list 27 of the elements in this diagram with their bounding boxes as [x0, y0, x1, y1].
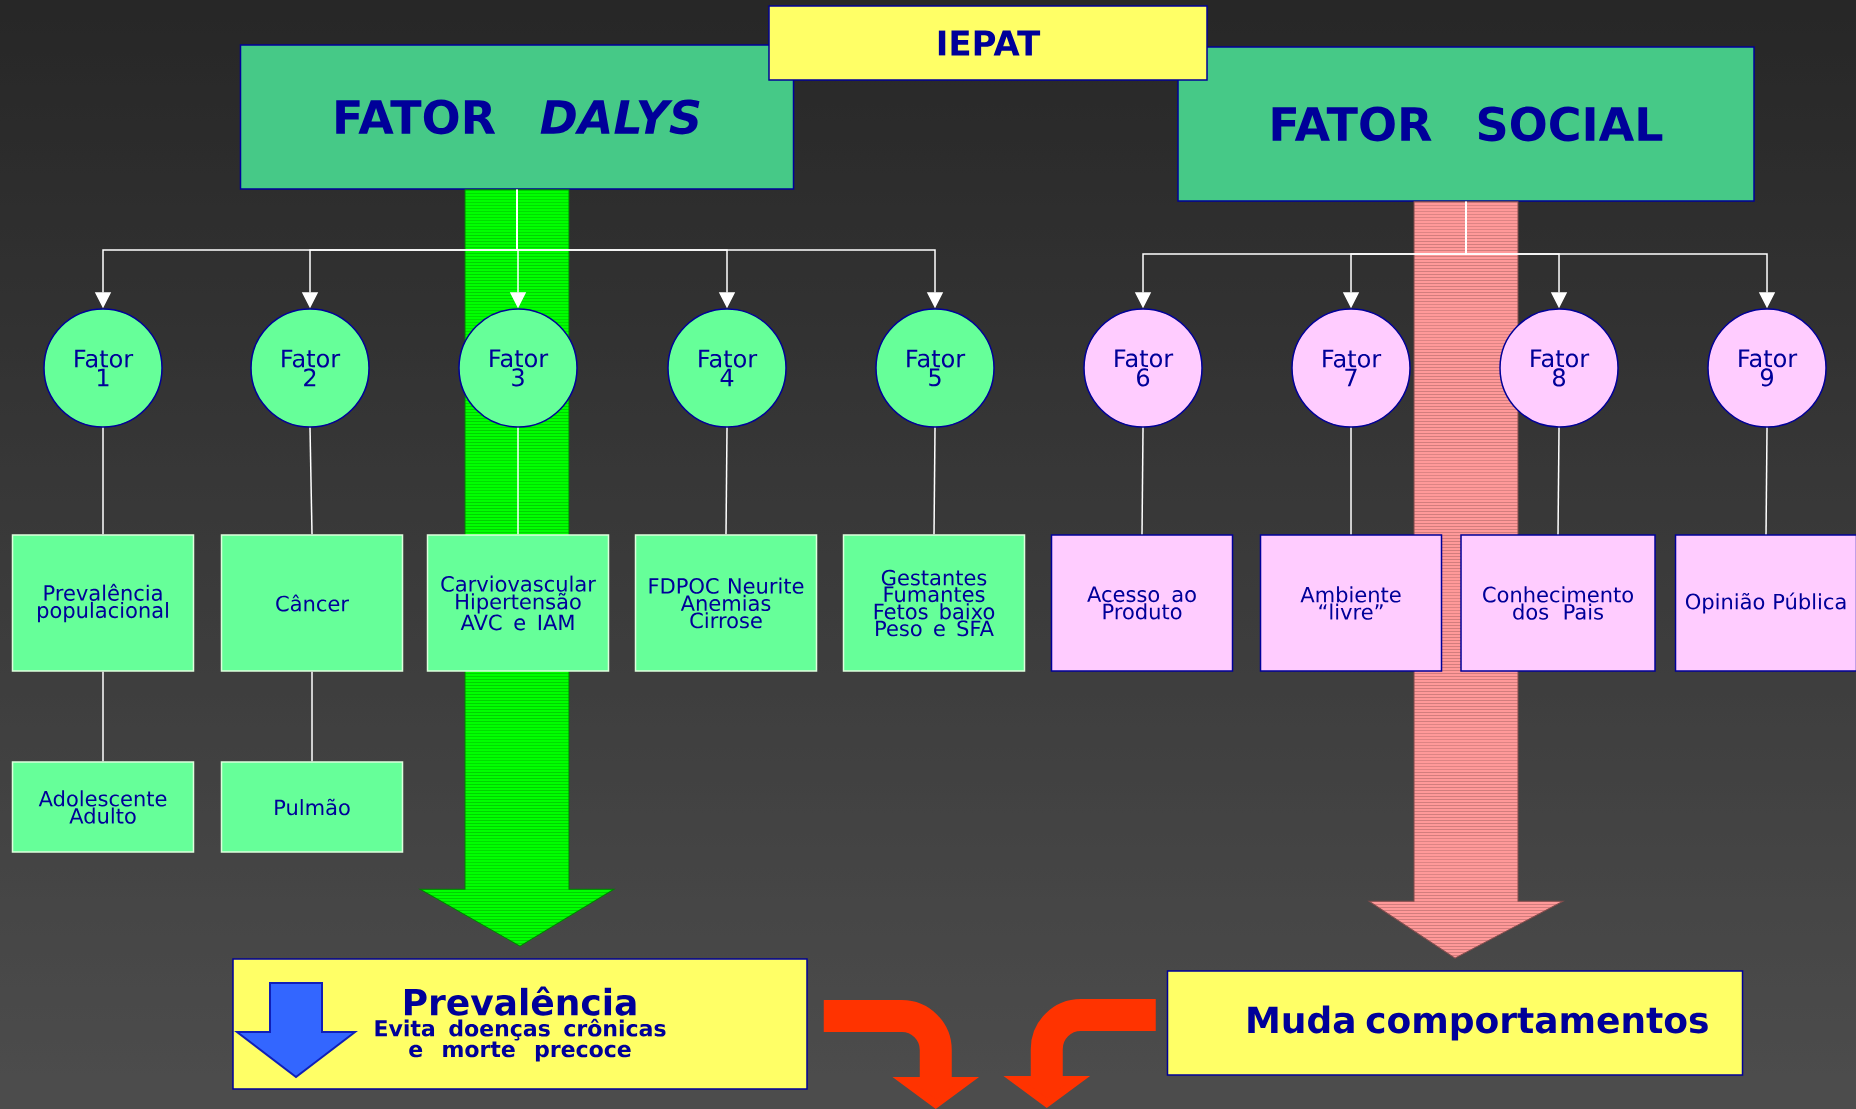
factor-box: Ambiente “livre”	[1259, 534, 1443, 672]
header-box: IEPAT	[768, 5, 1208, 81]
result-box: Prevalência Evita doenças crônicas e morte precoce	[232, 958, 808, 1090]
connector-line	[102, 671, 104, 762]
factor-box: Opinião Pública	[1674, 534, 1856, 672]
connector-line	[309, 427, 313, 535]
factor-box: Acesso ao Produto	[1050, 534, 1234, 672]
connector-line	[725, 427, 728, 535]
title-box: FATOR SOCIAL	[1177, 46, 1755, 202]
connector-line	[933, 427, 936, 535]
factor-box: Gestantes Fumantes Fetos baixo Peso e SFA	[842, 534, 1026, 672]
factor-box: FDPOC Neurite Anemias Cirrose	[634, 534, 818, 672]
connector-line	[311, 671, 313, 762]
factor-box: Carviovascular Hipertensão AVC e IAM	[426, 534, 610, 672]
connector-line	[1765, 427, 1768, 535]
factor-box: Câncer	[220, 534, 404, 672]
result-box: Muda comportamentos	[1166, 970, 1744, 1076]
title-box: FATOR DALYS	[239, 44, 795, 190]
connector-line	[1350, 427, 1352, 535]
connector-line	[1141, 427, 1144, 535]
factor-box: Conhecimento dos Pais	[1460, 534, 1656, 672]
factor-box: Pulmão	[220, 761, 404, 853]
connector-line	[517, 427, 519, 535]
factor-box: Prevalência populacional	[11, 534, 195, 672]
factor-box: Adolescente Adulto	[11, 761, 195, 853]
connector-line	[102, 427, 104, 535]
connector-line	[1557, 427, 1560, 535]
